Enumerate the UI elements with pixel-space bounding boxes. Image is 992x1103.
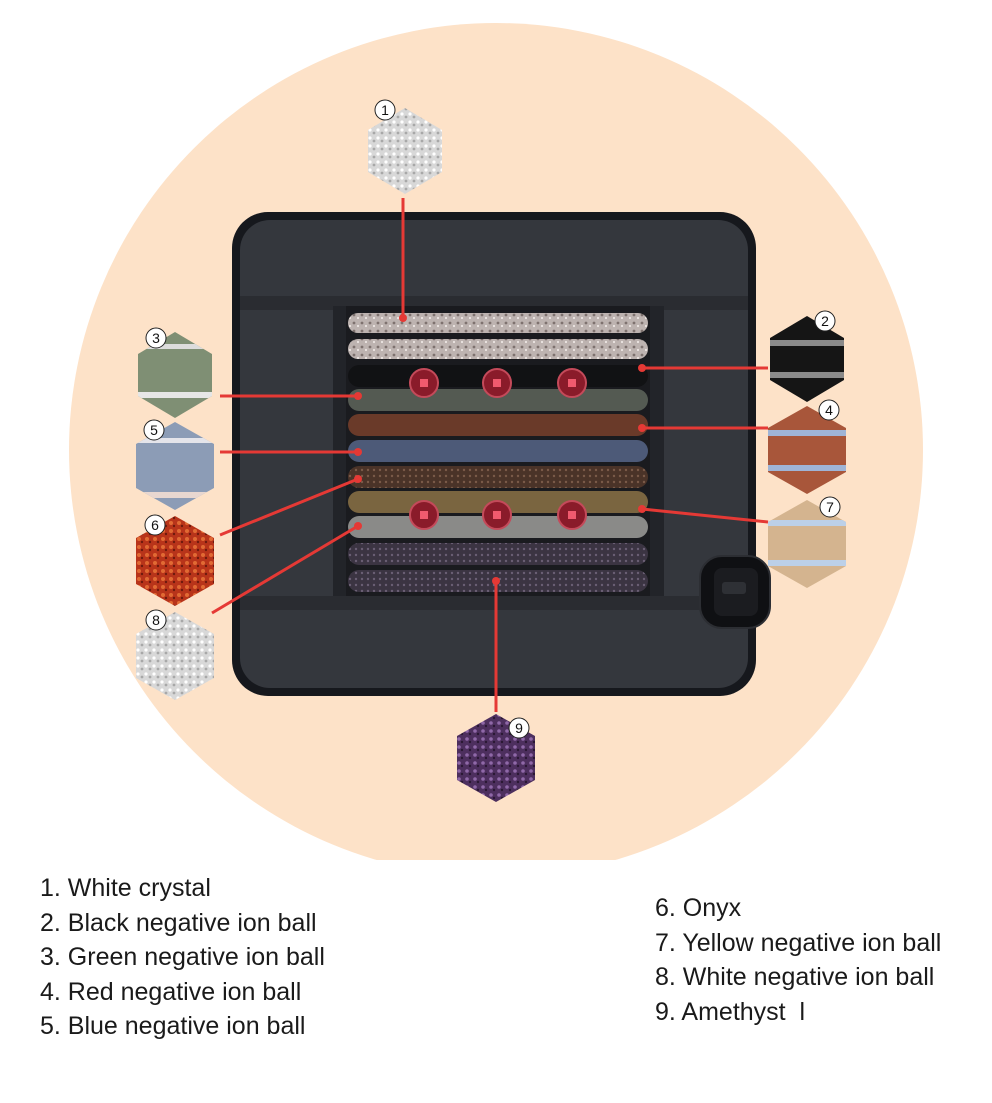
legend-item-4: 4. Red negative ion ball <box>40 977 302 1006</box>
tube-white-crystal-2 <box>348 339 648 359</box>
tube-red-ion <box>348 414 648 436</box>
controller-connector <box>699 555 771 629</box>
badge-4: 4 <box>825 402 833 418</box>
legend-right: 6. Onyx 7. Yellow negative ion ball 8. W… <box>655 891 941 1029</box>
badge-9: 9 <box>515 720 523 736</box>
legend-item-7: 7. Yellow negative ion ball <box>655 928 942 957</box>
legend-item-5: 5. Blue negative ion ball <box>40 1012 306 1040</box>
legend-item-6: 6. Onyx <box>655 894 742 922</box>
legend-item-2: 2. Black negative ion ball <box>40 908 317 937</box>
badge-1: 1 <box>381 102 389 118</box>
legend-left: 1. White crystal 2. Black negative ion b… <box>40 871 325 1044</box>
badge-2: 2 <box>821 313 829 329</box>
tube-white-crystal <box>348 313 648 333</box>
product-diagram: 1 2 3 4 5 6 7 8 9 <box>69 23 923 860</box>
legend-item-9: 9. Amethyst l <box>655 997 806 1026</box>
tube-amethyst-1 <box>348 543 648 565</box>
tube-blue-ion <box>348 440 648 462</box>
badge-6: 6 <box>151 517 159 533</box>
badge-5: 5 <box>150 422 158 438</box>
leader-dots <box>354 314 646 585</box>
badge-3: 3 <box>152 330 160 346</box>
legend-item-1: 1. White crystal <box>40 874 211 902</box>
badge-8: 8 <box>152 612 160 628</box>
legend-item-8: 8. White negative ion ball <box>655 963 935 991</box>
number-badges: 1 2 3 4 5 6 7 8 9 <box>143 99 841 739</box>
tube-onyx <box>348 466 648 488</box>
therapy-mat <box>232 212 771 696</box>
badge-7: 7 <box>826 499 834 515</box>
leader-lines <box>211 198 769 712</box>
legend-item-3: 3. Green negative ion ball <box>40 943 325 971</box>
